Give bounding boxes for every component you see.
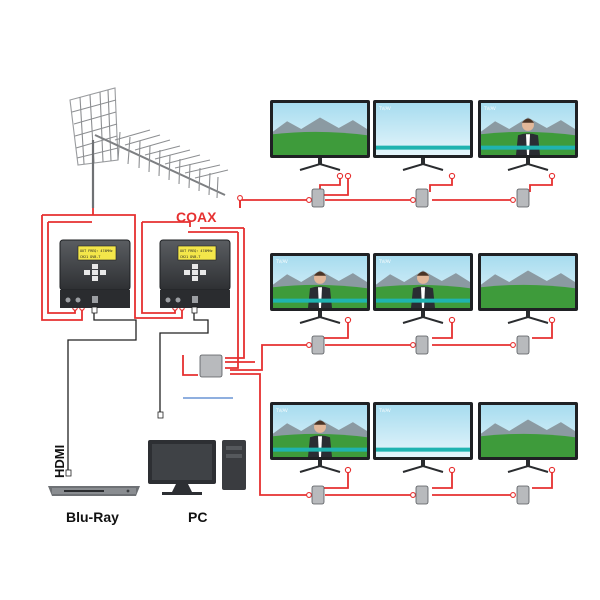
- tv-screen-landscape: [478, 253, 578, 324]
- tv-screen-grid: TV/AV TV/AV TV/AV TV/AV TV/AV TV/AV: [270, 100, 578, 473]
- tv-screen-blue-screen: TV/AV: [373, 402, 473, 473]
- lcd-line-1: OUT FREQ: 474MHz: [180, 249, 213, 253]
- tv-screen-presenter: TV/AV: [478, 100, 578, 171]
- bluray-label: Blu-Ray: [66, 509, 119, 525]
- hdmi-cables: [67, 312, 209, 470]
- tv-screen-landscape: [270, 100, 370, 171]
- lcd-line-1: OUT FREQ: 474MHz: [80, 249, 113, 253]
- pc-icon: [148, 440, 246, 495]
- modulator-1: OUT FREQ: 474MHz CH21 DVB-T: [59, 239, 131, 308]
- tv-screen-presenter: TV/AV: [270, 253, 370, 324]
- hdmi-label: HDMI: [52, 445, 67, 478]
- pc-label: PC: [188, 509, 207, 525]
- tv-screen-blue-screen: TV/AV: [373, 100, 473, 171]
- antenna-icon: [69, 87, 229, 208]
- tv-screen-presenter: TV/AV: [373, 253, 473, 324]
- tv-screen-presenter: TV/AV: [270, 402, 370, 473]
- screen-tag: TV/AV: [483, 106, 496, 111]
- screen-tag: TV/AV: [275, 408, 288, 413]
- lcd-line-2: CH21 DVB-T: [180, 255, 200, 259]
- bluray-player-icon: [48, 486, 140, 496]
- tv-screen-landscape: [478, 402, 578, 473]
- coax-label: COAX: [176, 209, 217, 225]
- screen-tag: TV/AV: [378, 259, 391, 264]
- screen-tag: TV/AV: [378, 106, 391, 111]
- splitters: [199, 188, 530, 505]
- modulator-2: OUT FREQ: 474MHz CH21 DVB-T: [159, 239, 231, 308]
- screen-tag: TV/AV: [275, 259, 288, 264]
- lcd-line-2: CH21 DVB-T: [80, 255, 100, 259]
- screen-tag: TV/AV: [378, 408, 391, 413]
